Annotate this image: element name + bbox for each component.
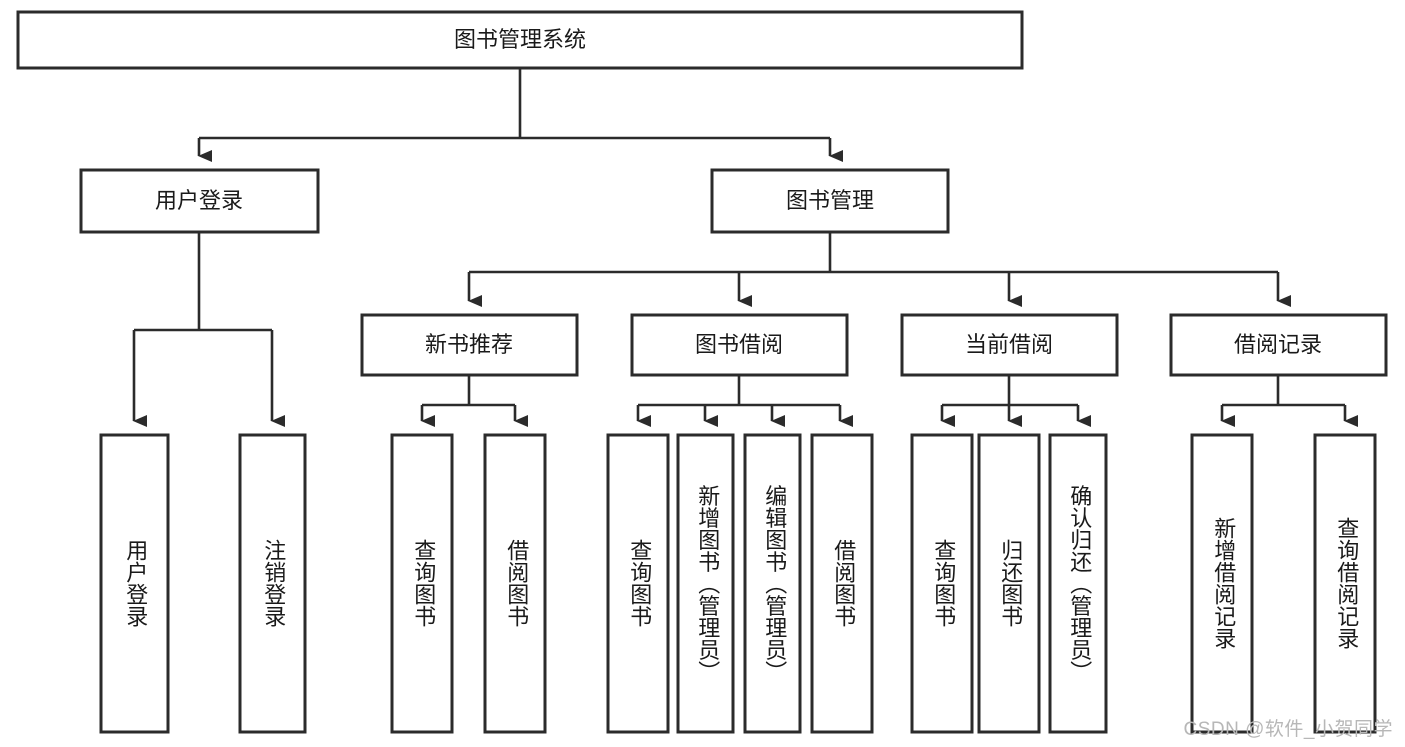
node-current-borrow-box xyxy=(900,313,1119,377)
leaf-node-confirm-return-admin[interactable]: 确认归还（管理员） xyxy=(1048,433,1108,734)
leaf-node-add-book-admin-box xyxy=(676,433,735,734)
node-borrow-records[interactable]: 借阅记录 xyxy=(1169,313,1388,377)
node-book-management-label: 图书管理 xyxy=(786,188,874,213)
node-user-login[interactable]: 用户登录 xyxy=(79,168,320,234)
leaf-node-user-login-box xyxy=(99,433,170,734)
node-current-borrow[interactable]: 当前借阅 xyxy=(900,313,1119,377)
leaf-node-query-books-current-box xyxy=(910,433,974,734)
leaf-node-user-login-label: 用户登录 xyxy=(123,539,148,627)
leaf-node-query-books-borrow[interactable]: 查询图书 xyxy=(606,433,670,734)
leaf-node-query-borrow-record[interactable]: 查询借阅记录 xyxy=(1313,433,1377,734)
node-root-box xyxy=(16,10,1024,70)
leaf-node-add-borrow-record[interactable]: 新增借阅记录 xyxy=(1190,433,1254,734)
leaf-node-query-books-current-label: 查询图书 xyxy=(931,539,956,627)
leaf-node-confirm-return-admin-box xyxy=(1048,433,1108,734)
node-user-login-box xyxy=(79,168,320,234)
leaf-node-edit-book-admin-box xyxy=(743,433,802,734)
leaf-node-query-books-borrow-label: 查询图书 xyxy=(627,539,652,627)
leaf-node-add-borrow-record-box xyxy=(1190,433,1254,734)
leaf-node-borrow-books-rec-label: 借阅图书 xyxy=(504,539,529,627)
leaf-node-query-books-rec-box xyxy=(390,433,454,734)
leaf-node-return-books-box xyxy=(977,433,1041,734)
leaf-node-return-books-label: 归还图书 xyxy=(998,539,1023,627)
leaf-node-add-borrow-record-label: 新增借阅记录 xyxy=(1211,517,1236,649)
edge-layer xyxy=(132,68,1358,427)
node-root-label: 图书管理系统 xyxy=(454,27,586,52)
leaf-node-borrow-books-borrow-box xyxy=(810,433,874,734)
node-borrow-records-box xyxy=(1169,313,1388,377)
leaf-node-edit-book-admin-label: 编辑图书（管理员） xyxy=(762,485,787,683)
leaf-node-user-login[interactable]: 用户登录 xyxy=(99,433,170,734)
node-book-management[interactable]: 图书管理 xyxy=(710,168,950,234)
node-book-borrow-label: 图书借阅 xyxy=(695,332,783,357)
leaf-node-add-book-admin[interactable]: 新增图书（管理员） xyxy=(676,433,735,734)
node-book-borrow[interactable]: 图书借阅 xyxy=(630,313,849,377)
leaf-node-query-borrow-record-label: 查询借阅记录 xyxy=(1334,517,1359,649)
leaf-node-borrow-books-rec-box xyxy=(483,433,547,734)
node-root-system[interactable]: 图书管理系统 xyxy=(16,10,1024,70)
leaf-node-logout[interactable]: 注销登录 xyxy=(238,433,307,734)
node-current-borrow-label: 当前借阅 xyxy=(965,332,1053,357)
node-new-book-recommendation[interactable]: 新书推荐 xyxy=(360,313,579,377)
leaf-node-add-book-admin-label: 新增图书（管理员） xyxy=(695,485,720,683)
leaf-node-query-borrow-record-box xyxy=(1313,433,1377,734)
leaf-node-query-books-rec-label: 查询图书 xyxy=(411,539,436,627)
node-new-book-recommendation-box xyxy=(360,313,579,377)
leaf-node-query-books-rec[interactable]: 查询图书 xyxy=(390,433,454,734)
node-borrow-records-label: 借阅记录 xyxy=(1234,332,1322,357)
leaf-node-query-books-borrow-box xyxy=(606,433,670,734)
node-book-management-box xyxy=(710,168,950,234)
leaf-node-confirm-return-admin-label: 确认归还（管理员） xyxy=(1067,485,1092,683)
node-user-login-label: 用户登录 xyxy=(155,188,243,213)
leaf-node-borrow-books-rec[interactable]: 借阅图书 xyxy=(483,433,547,734)
leaf-node-logout-label: 注销登录 xyxy=(261,539,286,627)
leaf-node-borrow-books-borrow-label: 借阅图书 xyxy=(831,539,856,627)
leaf-node-query-books-current[interactable]: 查询图书 xyxy=(910,433,974,734)
leaf-node-borrow-books-borrow[interactable]: 借阅图书 xyxy=(810,433,874,734)
leaf-node-return-books[interactable]: 归还图书 xyxy=(977,433,1041,734)
leaf-node-edit-book-admin[interactable]: 编辑图书（管理员） xyxy=(743,433,802,734)
leaf-node-logout-box xyxy=(238,433,307,734)
node-new-book-recommendation-label: 新书推荐 xyxy=(425,332,513,357)
node-book-borrow-box xyxy=(630,313,849,377)
